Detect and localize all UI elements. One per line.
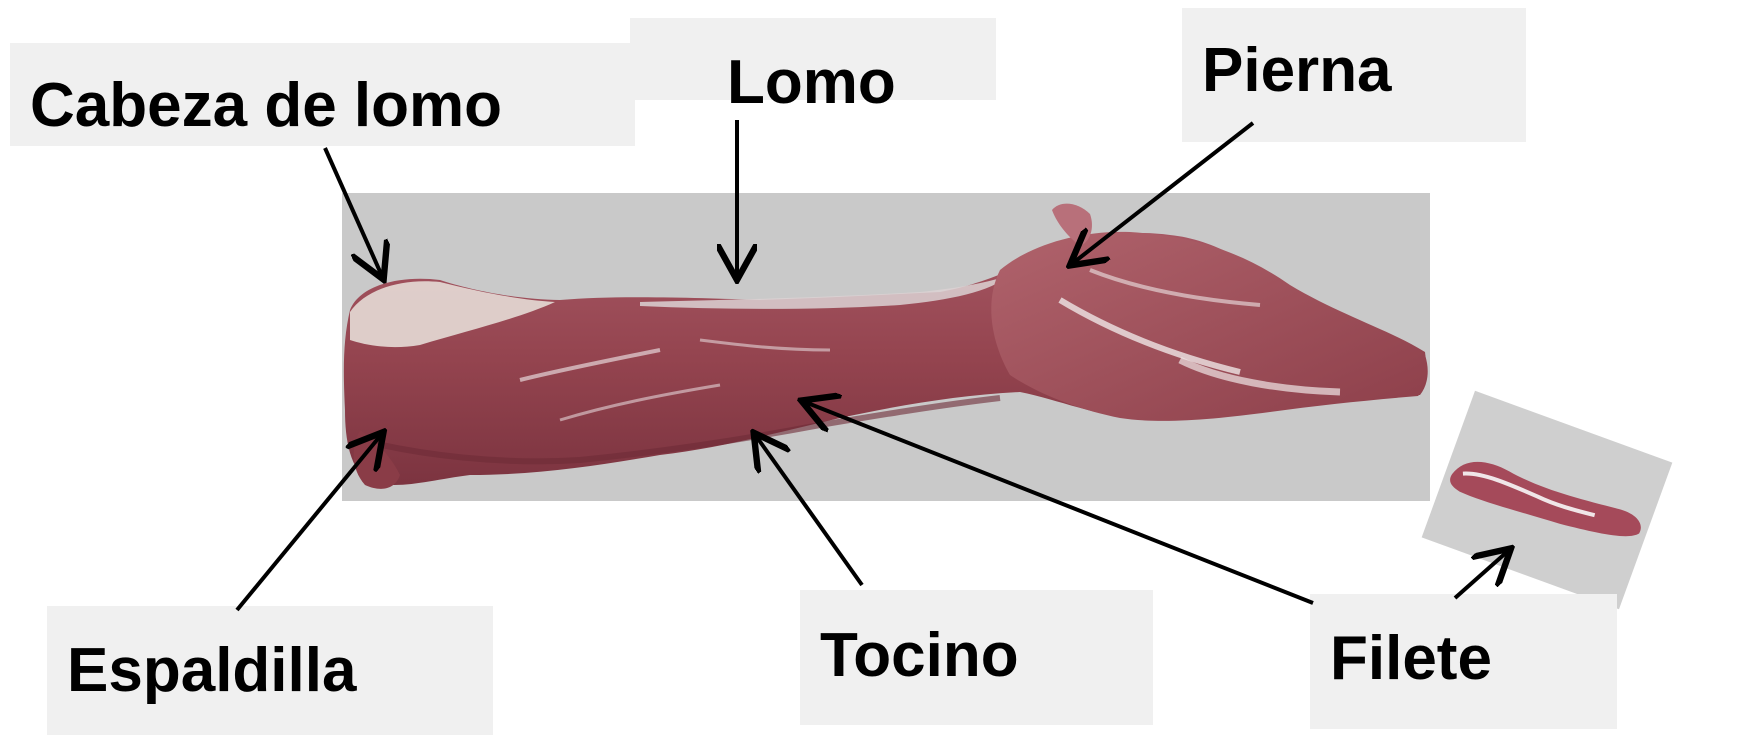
arrow-tocino <box>756 436 862 585</box>
arrow-filete-to-inset <box>1455 551 1508 598</box>
arrow-filete-to-carcass <box>805 402 1313 603</box>
arrow-espaldilla <box>237 435 381 610</box>
arrow-pierna <box>1073 123 1253 263</box>
arrow-cabeza-de-lomo <box>325 148 382 276</box>
